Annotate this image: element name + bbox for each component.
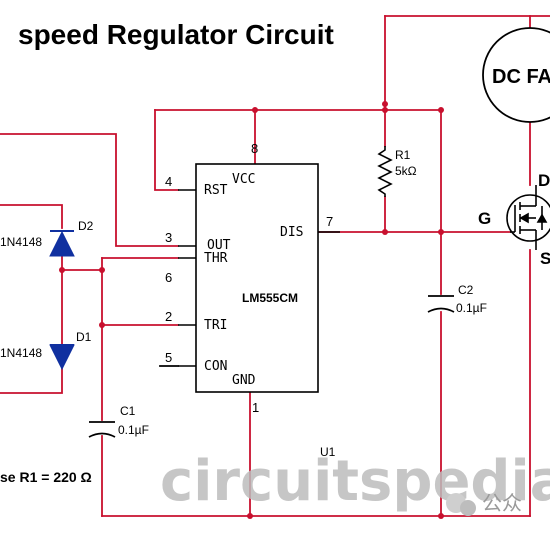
pin-label-gnd: GND — [232, 373, 256, 388]
dc-fan: DC FAN — [482, 27, 550, 123]
ic-part-name: LM555CM — [242, 291, 298, 305]
pin-num-con: 5 — [165, 350, 172, 365]
c2-ref: C2 — [458, 283, 474, 297]
pin-label-con: CON — [204, 359, 227, 374]
node-dis — [382, 229, 388, 235]
pin-label-vcc: VCC — [232, 172, 255, 187]
node-diode-mid — [59, 267, 65, 273]
d1-ref: D1 — [76, 330, 92, 344]
mosfet — [506, 185, 550, 250]
r1-zigzag — [377, 146, 393, 197]
diode-d2 — [49, 230, 75, 257]
pin-num-vcc: 8 — [251, 141, 258, 156]
pin-label-tri: TRI — [204, 318, 227, 333]
diode-d1 — [49, 344, 75, 371]
pin-num-out: 3 — [165, 230, 172, 245]
pin-num-thr: 6 — [165, 270, 172, 285]
node-rail-top — [382, 101, 388, 107]
c2-value: 0.1µF — [456, 301, 487, 315]
node-r1 — [382, 107, 388, 113]
node-c2-gate — [438, 229, 444, 235]
pin-label-dis: DIS — [280, 225, 303, 240]
node-gnd-1 — [247, 513, 253, 519]
node-c2-top — [438, 107, 444, 113]
capacitor-c1 — [88, 421, 116, 438]
fan-label: DC FAN — [492, 66, 550, 88]
fan-circle — [482, 27, 550, 123]
node-gnd-2 — [438, 513, 444, 519]
pin-num-dis: 7 — [326, 214, 333, 229]
node-vcc — [252, 107, 258, 113]
pin-label-thr: THR — [204, 251, 228, 266]
pin-num-tri: 2 — [165, 309, 172, 324]
r1-value: 5kΩ — [395, 164, 417, 178]
wechat-logo-icon — [446, 493, 476, 516]
mosfet-gate-label: G — [478, 209, 491, 228]
junctions — [59, 101, 444, 519]
mosfet-drain-label: D — [538, 171, 550, 190]
d1-part: 1N4148 — [0, 346, 42, 360]
resistor-note: se R1 = 220 Ω — [0, 469, 92, 485]
wires — [0, 15, 550, 517]
diagram-title: speed Regulator Circuit — [18, 19, 334, 50]
ic-body — [195, 163, 319, 393]
mosfet-source-label: S — [540, 249, 550, 268]
pin-label-rst: RST — [204, 183, 228, 198]
capacitor-c2 — [427, 295, 455, 313]
pin-num-gnd: 1 — [252, 400, 259, 415]
ic-ref: U1 — [320, 445, 336, 459]
wire-out — [0, 133, 179, 247]
wire-diode-bottom — [0, 368, 63, 394]
d2-ref: D2 — [78, 219, 94, 233]
pin-num-rst: 4 — [165, 174, 172, 189]
resistor-r1: R1 5kΩ — [377, 146, 417, 197]
c1-value: 0.1µF — [118, 423, 149, 437]
pin-label-out: OUT — [207, 238, 231, 253]
r1-ref: R1 — [395, 148, 411, 162]
wire-diode-top — [0, 204, 63, 229]
ic-555: RST VCC OUT DIS THR TRI CON GND LM555CM … — [165, 141, 340, 459]
c1-ref: C1 — [120, 404, 136, 418]
watermark-social: 公众 — [482, 491, 522, 515]
wire-rst-loop — [154, 109, 179, 191]
watermark-text: circuitspedia.c — [160, 449, 550, 514]
d2-part: 1N4148 — [0, 235, 42, 249]
node-thr — [99, 267, 105, 273]
node-tri — [99, 322, 105, 328]
